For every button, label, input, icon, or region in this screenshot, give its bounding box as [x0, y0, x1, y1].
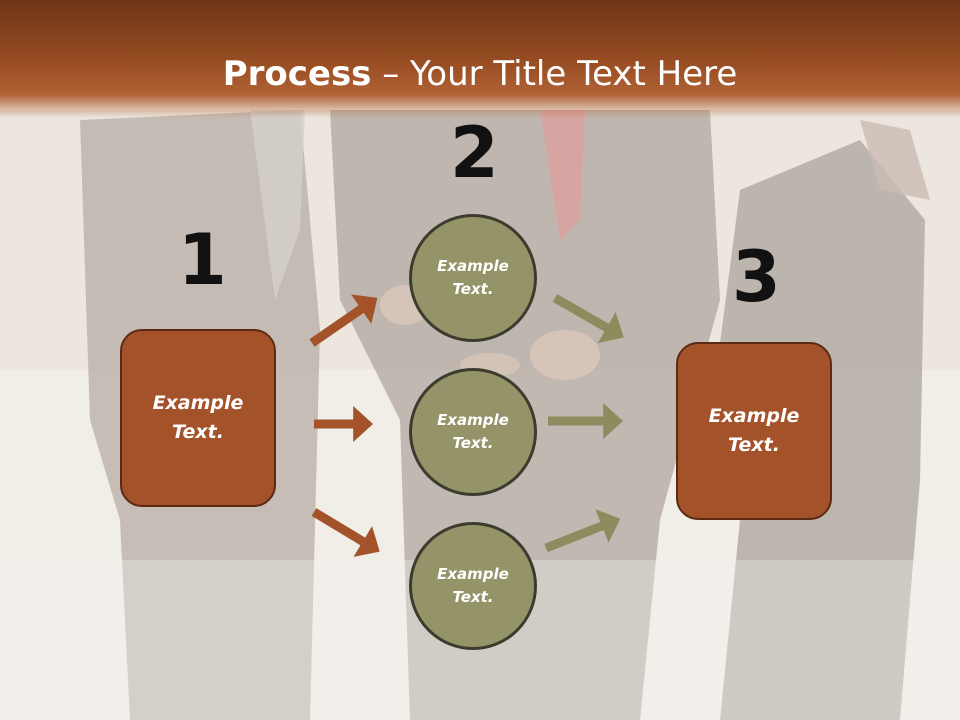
step-number-1: 1 — [178, 219, 227, 301]
step-number-3: 3 — [732, 236, 781, 318]
title-bar — [0, 0, 960, 118]
title-bold: Process — [222, 54, 372, 94]
circle-bottom[interactable]: Example Text. — [409, 522, 537, 650]
step-number-2: 2 — [450, 112, 499, 194]
step-box-3-text: Example Text. — [708, 405, 800, 456]
arrow-circle-top-to-3 — [552, 294, 624, 344]
slide-title[interactable]: Process – Your Title Text Here — [0, 52, 960, 96]
step-box-3[interactable]: Example Text. — [676, 342, 832, 520]
arrow-1-to-circle-bottom — [311, 508, 380, 557]
circle-top[interactable]: Example Text. — [409, 214, 537, 342]
arrow-1-to-circle-top — [309, 294, 378, 347]
title-rest: – Your Title Text Here — [371, 54, 738, 94]
circle-middle[interactable]: Example Text. — [409, 368, 537, 496]
arrow-circle-bottom-to-3 — [544, 509, 621, 553]
circle-top-text: Example Text. — [437, 257, 509, 298]
step-box-1-text: Example Text. — [152, 392, 244, 443]
circle-bottom-text: Example Text. — [437, 565, 509, 606]
circle-middle-text: Example Text. — [437, 411, 509, 452]
step-box-1[interactable]: Example Text. — [120, 329, 276, 507]
